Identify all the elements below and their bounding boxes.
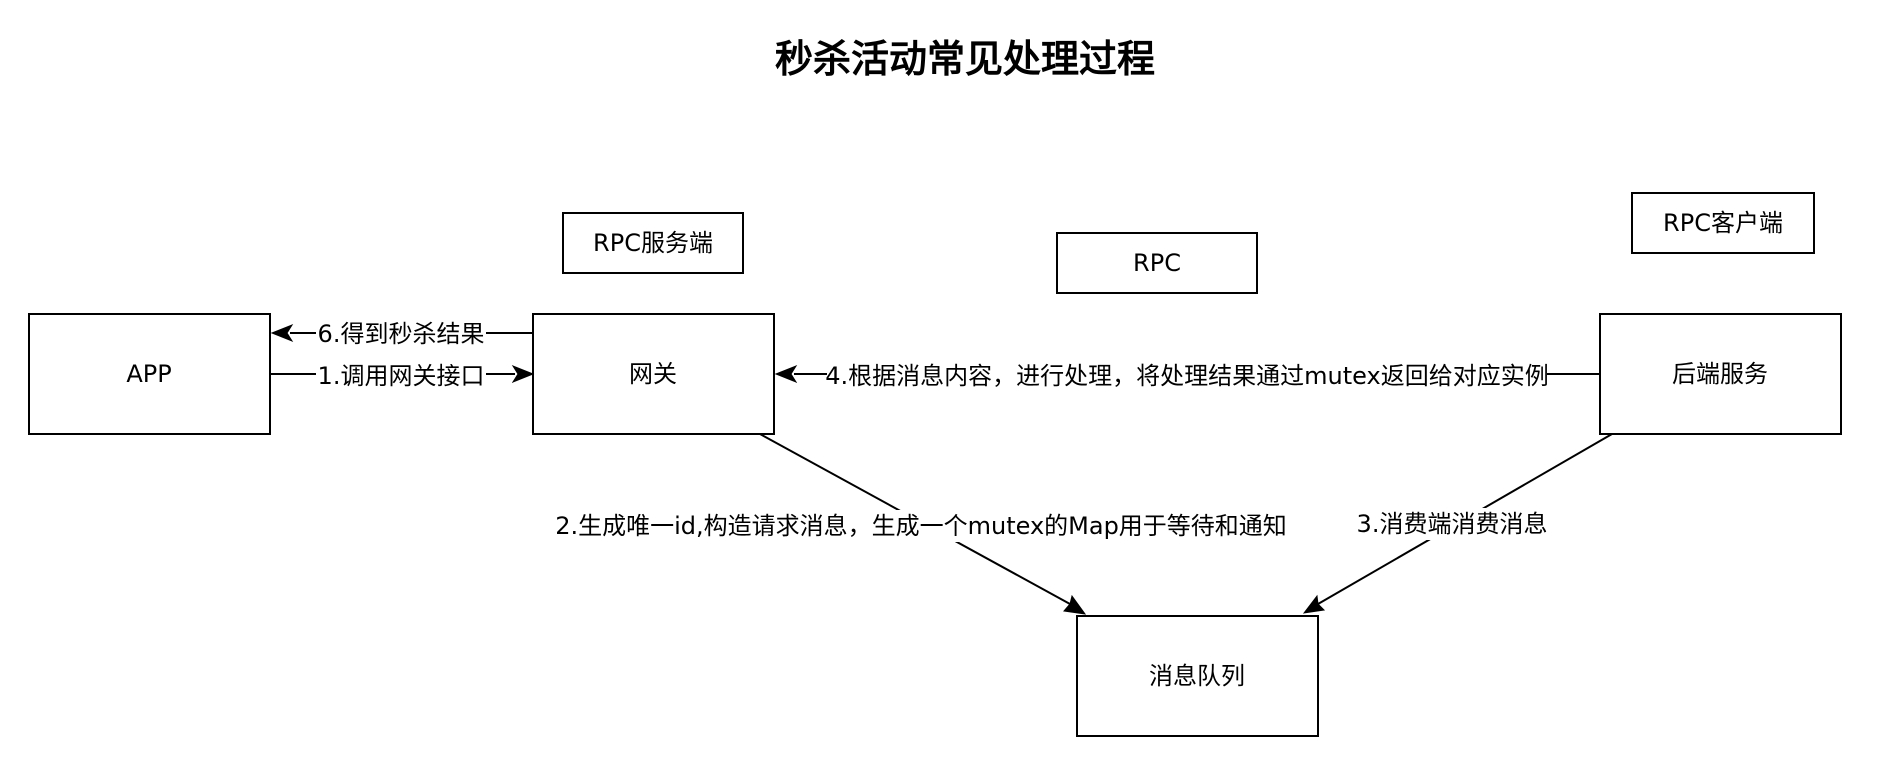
backend-node-label: 后端服务 (1672, 360, 1768, 388)
app-node-label: APP (126, 360, 171, 388)
edge-label-backend-to-queue: 3.消费端消费消息 (1357, 510, 1548, 538)
gateway-node-label: 网关 (629, 360, 677, 388)
edge-backend-to-gateway: 4.根据消息内容，进行处理，将处理结果通过mutex返回给对应实例 (774, 359, 1600, 390)
rpc-label-box: RPC (1056, 232, 1258, 294)
queue-node: 消息队列 (1076, 615, 1319, 737)
rpc-server-label-box: RPC服务端 (562, 212, 744, 274)
rpc-client-label: RPC客户端 (1663, 209, 1783, 237)
edge-app-to-gateway: 1.调用网关接口 (270, 359, 535, 390)
edge-label-gateway-to-queue: 2.生成唯一id,构造请求消息，生成一个mutex的Map用于等待和通知 (555, 512, 1287, 540)
arrow-head (511, 364, 535, 384)
gateway-node: 网关 (532, 313, 775, 435)
app-node: APP (28, 313, 271, 435)
edge-label-backend-to-gateway: 4.根据消息内容，进行处理，将处理结果通过mutex返回给对应实例 (825, 362, 1548, 390)
diagram-title: 秒杀活动常见处理过程 (775, 37, 1155, 81)
rpc-server-label: RPC服务端 (593, 229, 713, 257)
arrow-head (1063, 594, 1087, 615)
edge-backend-to-queue: 3.消费端消费消息 (1302, 433, 1613, 614)
queue-node-label: 消息队列 (1149, 662, 1245, 690)
edge-label-result-to-app: 6.得到秒杀结果 (318, 320, 485, 348)
edge-label-app-to-gateway: 1.调用网关接口 (318, 362, 485, 390)
rpc-client-label-box: RPC客户端 (1631, 192, 1815, 254)
arrow-head (270, 323, 294, 343)
edge-gateway-to-queue: 2.生成唯一id,构造请求消息，生成一个mutex的Map用于等待和通知 (555, 433, 1287, 615)
rpc-label: RPC (1133, 249, 1181, 277)
backend-node: 后端服务 (1599, 313, 1842, 435)
edge-result-to-app: 6.得到秒杀结果 (270, 318, 533, 348)
arrow-head (1302, 594, 1326, 614)
arrow-head (774, 364, 798, 384)
